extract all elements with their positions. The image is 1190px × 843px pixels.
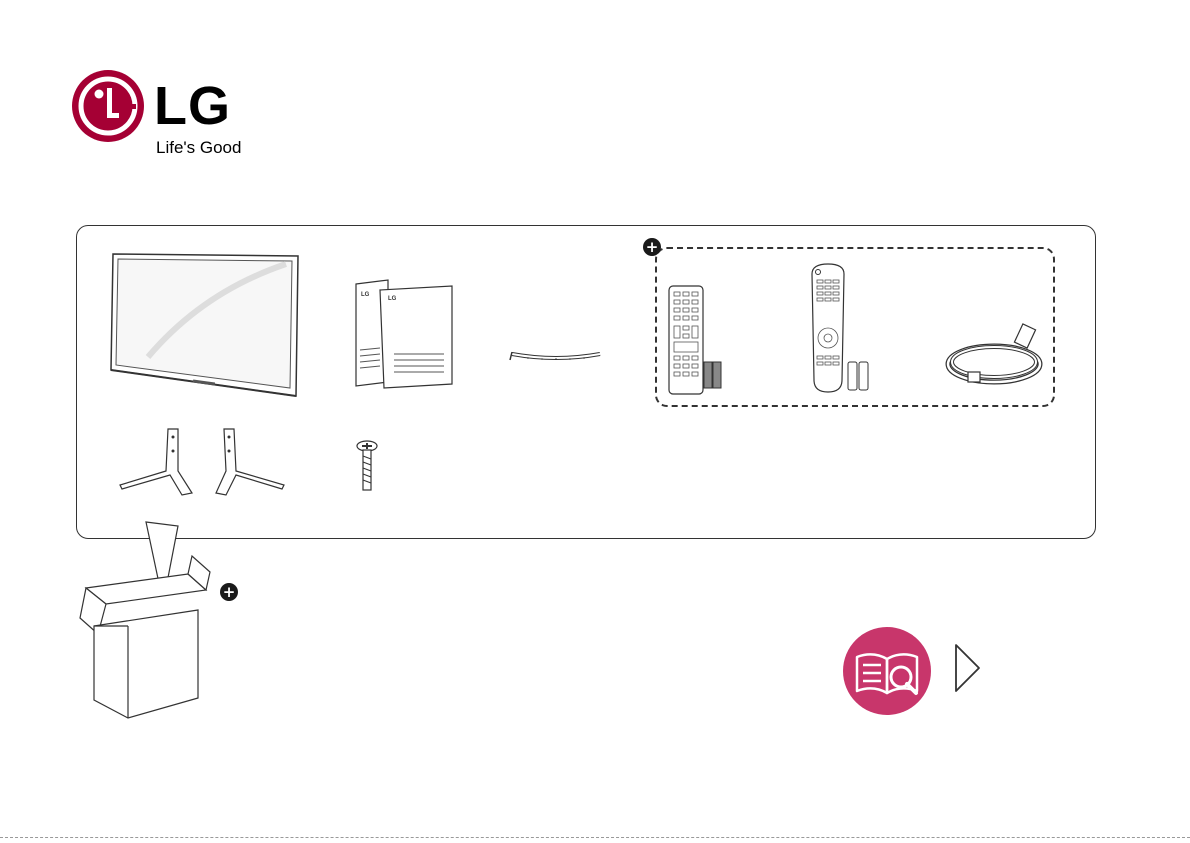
power-cord-icon [944, 318, 1048, 390]
manual-back-mark: LG [361, 292, 370, 298]
e-manual-icon [843, 627, 931, 715]
box-icon [78, 516, 212, 720]
plus-icon: + [643, 238, 661, 256]
remote-control-icon [667, 284, 725, 396]
page-trim-line [0, 837, 1190, 838]
cable-holder-icon [508, 348, 604, 368]
manual-front-mark: LG [388, 296, 397, 302]
lg-logo: LG Life's Good [72, 70, 262, 160]
arrow-right-outline-icon [953, 642, 983, 694]
lg-slogan: Life's Good [156, 138, 241, 158]
stand-legs-icon [118, 425, 288, 497]
magic-remote-icon [808, 262, 874, 394]
screw-icon [356, 440, 378, 492]
plus-icon-box: + [220, 583, 238, 601]
manuals-icon: LG LG [352, 278, 458, 390]
tv-icon [108, 252, 303, 398]
lg-logo-mark-icon [72, 70, 144, 142]
lg-wordmark: LG [154, 76, 231, 136]
